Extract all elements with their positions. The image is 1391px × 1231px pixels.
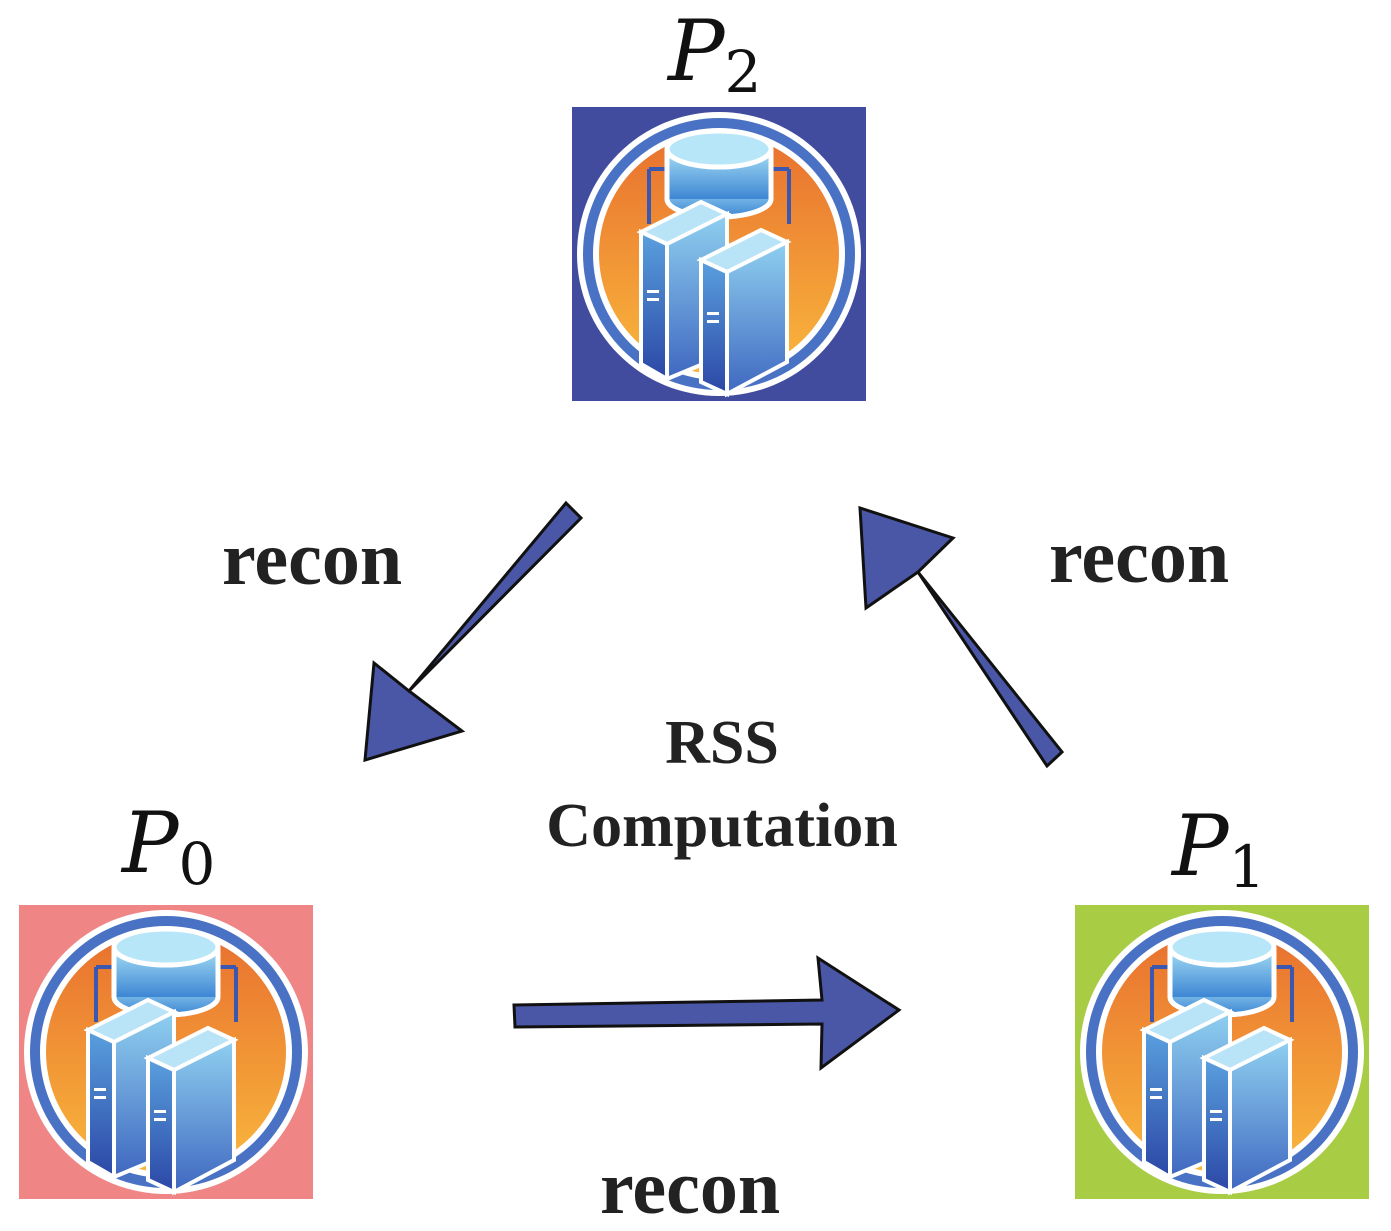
party-p2-label: P2 [666,2,761,106]
arrow-p1-to-p2 [858,505,1065,769]
center-label-line2: Computation [546,792,897,860]
arrow-p0-to-p1 [512,955,902,1072]
edge-label-p1-p2: recon [1049,515,1229,599]
party-p2: P2 [572,2,866,401]
party-p1-label: P1 [1170,797,1265,901]
party-p1: P1 [1075,797,1369,1199]
arrow-p2-to-p0 [363,500,584,763]
server-cluster-icon [1080,910,1364,1194]
server-cluster-icon [24,910,308,1194]
edge-label-p0-p1: recon [600,1146,780,1230]
party-p0: P0 [19,794,313,1199]
center-label-line1: RSS [665,709,779,777]
server-cluster-icon [577,112,861,396]
party-p0-label: P0 [120,794,215,898]
edge-label-p2-p0: recon [222,517,402,601]
